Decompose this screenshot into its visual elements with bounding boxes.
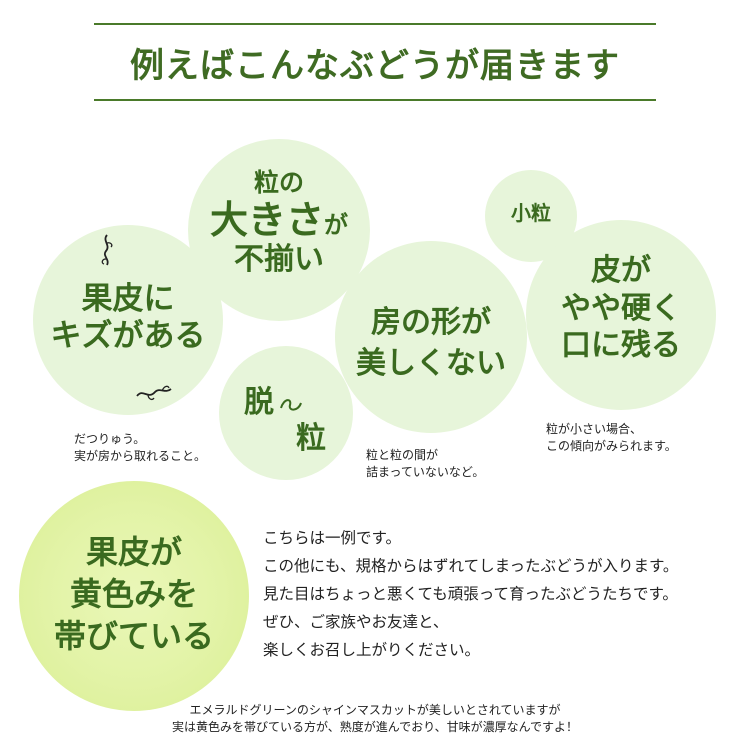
description-line: こちらは一例です。	[263, 529, 401, 547]
footer-note: エメラルドグリーンのシャインマスカットが美しいとされていますが 実は黄色みを帯び…	[0, 702, 750, 737]
footer-line1: エメラルドグリーンのシャインマスカットが美しいとされていますが	[189, 703, 561, 717]
fall-off-note-line1: だつりゅう。	[74, 432, 146, 446]
hard-skin-line1: 皮が	[591, 253, 651, 288]
size-uneven-text: 粒の 大きさが 不揃い	[188, 168, 370, 278]
circle-size-uneven	[188, 139, 370, 321]
description-line: 楽しくお召し上がりください。	[263, 641, 481, 659]
hard-skin-line2: やや硬く	[561, 290, 681, 326]
circle-fall-off	[219, 346, 353, 480]
shape-note-line2: 詰まっていないなど。	[366, 464, 485, 479]
yellow-skin-text: 果皮が 黄色みを 帯びている	[19, 531, 249, 658]
shape-bad-line1: 房の形が	[371, 305, 491, 340]
title-rule-top	[94, 23, 656, 25]
shape-bad-line2: 美しくない	[356, 345, 506, 381]
circle-hard-skin	[526, 220, 716, 410]
vine-top-icon	[101, 234, 113, 266]
hard-note: 粒が小さい場合、 この傾向がみられます。	[546, 421, 677, 455]
hard-skin-line3: 口に残る	[561, 328, 681, 363]
fall-off-part1: 脱	[244, 385, 274, 420]
description-line: ぜひ、ご家族やお友達と、	[263, 613, 449, 631]
description-line: 見た目はちょっと悪くても頑張って育ったぶどうたちです。	[263, 585, 678, 603]
yellow-skin-line1: 果皮が	[85, 533, 182, 571]
yellow-skin-line2: 黄色みを	[69, 575, 198, 614]
vine-bottom-icon	[136, 385, 172, 401]
fall-off-note-line2: 実が房から取れること。	[74, 448, 207, 463]
fall-off-part2: 粒	[296, 421, 326, 456]
size-uneven-particle: が	[324, 209, 348, 239]
hard-note-line2: この傾向がみられます。	[546, 438, 677, 453]
description-text: こちらは一例です。 この他にも、規格からはずれてしまったぶどうが入ります。 見た…	[263, 524, 678, 664]
fall-off-note: だつりゅう。 実が房から取れること。	[74, 431, 206, 465]
footer-line2: 実は黄色みを帯びている方が、熟度が進んでおり、甘味が濃厚なんですよ！	[171, 720, 579, 735]
page-title: 例えばこんなぶどうが届きます	[130, 46, 620, 86]
skin-scratch-line1: 果皮に	[81, 281, 175, 317]
title-rule-bottom	[94, 99, 656, 101]
small-grain-text: 小粒	[511, 201, 551, 225]
circle-shape-bad	[335, 241, 527, 433]
size-uneven-line2: 大きさが	[188, 196, 370, 243]
hard-skin-text: 皮が やや硬く 口に残る	[526, 252, 716, 365]
size-uneven-line1: 粒の	[253, 168, 304, 197]
hard-note-line1: 粒が小さい場合、	[546, 422, 643, 436]
yellow-skin-line3: 帯びている	[53, 617, 214, 656]
size-uneven-big-word: 大きさ	[209, 196, 324, 242]
skin-scratch-line2: キズがある	[50, 317, 206, 354]
size-uneven-line3: 不揃い	[234, 242, 324, 278]
shape-bad-text: 房の形が 美しくない	[335, 303, 527, 384]
fall-off-vine-icon	[280, 399, 302, 411]
skin-scratch-text: 果皮に キズがある	[33, 281, 223, 354]
shape-note: 粒と粒の間が 詰まっていないなど。	[366, 447, 484, 481]
description-line: この他にも、規格からはずれてしまったぶどうが入ります。	[263, 557, 679, 575]
shape-note-line1: 粒と粒の間が	[366, 448, 439, 462]
circle-yellow-skin	[19, 481, 249, 711]
